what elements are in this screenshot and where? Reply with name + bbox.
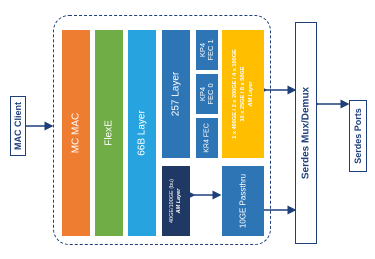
- passthru-label: 10GE Passthru: [238, 173, 248, 229]
- kp4-fec-1-block: KP4 FEC 1: [196, 30, 218, 70]
- flexe-block: FlexE: [95, 30, 123, 236]
- layer-257-block: 257 Layer: [162, 30, 190, 158]
- serdes-ports-box: Serdes Ports: [349, 100, 367, 172]
- mac-client-box: MAC Client: [10, 96, 26, 156]
- am-layer-name: AM Layer: [248, 81, 254, 107]
- passthru-block: 10GE Passthru: [222, 166, 264, 236]
- serdes-mux-label: Serdes Mux/Demux: [300, 86, 312, 180]
- kp4-fec-1-label: KP4 FEC 1: [198, 39, 215, 61]
- am-layer-block: 1 x 400GE / 2 x 200GE / 4 x 100GE 16 x 2…: [222, 30, 264, 158]
- kr4-fec-block: KR4 FEC: [196, 118, 218, 158]
- am-layer-40-name: AM Layer: [176, 188, 182, 214]
- flexe-label: FlexE: [103, 120, 115, 146]
- mc-mac-block: MC MAC: [62, 30, 90, 236]
- am-layer-rates-2: 16 x 25GE / 8 x 50GE: [240, 66, 246, 122]
- layer-66b-label: 66B Layer: [136, 110, 148, 156]
- serdes-mux-box: Serdes Mux/Demux: [295, 22, 317, 244]
- am-layer-rates: 1 x 400GE / 2 x 200GE / 4 x 100GE: [232, 49, 238, 139]
- mac-client-label: MAC Client: [13, 102, 23, 150]
- kr4-fec-label: KR4 FEC: [203, 123, 211, 153]
- layer-66b-block: 66B Layer: [128, 30, 156, 236]
- layer-257-label: 257 Layer: [170, 71, 182, 117]
- mc-mac-label: MC MAC: [70, 112, 82, 154]
- serdes-ports-label: Serdes Ports: [353, 108, 363, 164]
- am-layer-40-rates: 40GE/100GE (bu): [169, 178, 175, 224]
- kp4-fec-0-block: KP4 FEC 0: [196, 74, 218, 114]
- kp4-fec-0-label: KP4 FEC 0: [198, 83, 215, 105]
- system-boundary: [53, 15, 271, 245]
- am-layer-40-block: 40GE/100GE (bu) AM Layer: [162, 166, 190, 236]
